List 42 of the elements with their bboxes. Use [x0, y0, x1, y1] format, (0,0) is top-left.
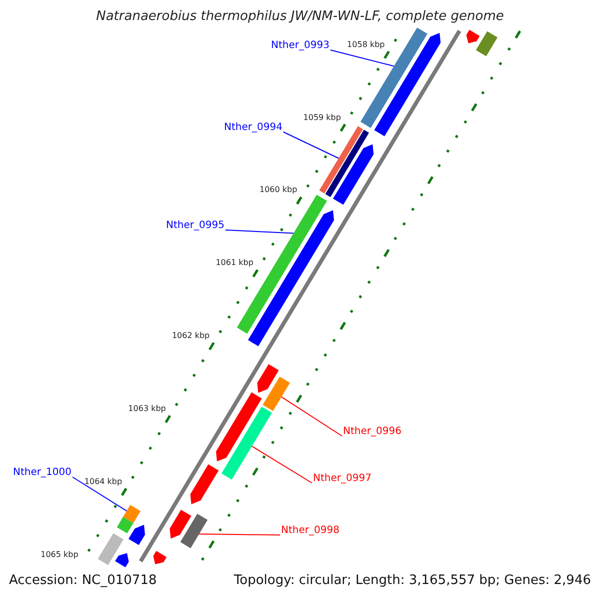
gene-block [466, 30, 480, 44]
gene-block [319, 126, 363, 194]
gene-block [170, 510, 192, 539]
scale-label: 1064 kbp [84, 478, 122, 487]
gene-label: Nther_1000 [13, 467, 72, 478]
gene-block [128, 524, 145, 545]
title: Natranaerobius thermophilus JW/NM-WN-LF, complete genome [95, 10, 505, 24]
gene-block [216, 392, 262, 462]
gene-block [262, 376, 290, 411]
scale-label: 1061 kbp [216, 259, 254, 268]
gene-label: Nther_0998 [281, 525, 340, 536]
leader-line [280, 396, 342, 436]
gene-label: Nther_0993 [271, 40, 330, 51]
scale-label: 1065 kbp [40, 550, 78, 560]
gene-block [333, 144, 374, 205]
leader-line [198, 534, 280, 536]
gene-block [98, 533, 124, 566]
scale-label: 1059 kbp [303, 114, 341, 122]
gene-block [180, 514, 208, 548]
gene-block [115, 553, 129, 568]
gene-label: Nther_0994 [224, 122, 282, 133]
gene-block [325, 130, 369, 198]
gene-block [153, 550, 167, 564]
scale-label: 1058 kbp [347, 40, 385, 50]
gene-block [236, 194, 327, 334]
gene-block [123, 504, 140, 524]
scale-label: 1060 kbp [260, 186, 298, 196]
gene-block [190, 464, 219, 504]
scale-label: 1063 kbp [128, 405, 166, 414]
footer-text: Topology: circular; Length: 3,165,557 bp; Genes: 2,946 [234, 574, 591, 588]
gene-block [257, 364, 279, 393]
gene-block [222, 406, 272, 480]
footer-text: Accession: NC_010718 [9, 574, 157, 588]
scale-label: 1062 kbp [172, 332, 210, 341]
gene-label: Nther_0997 [313, 473, 372, 484]
gene-label: Nther_0995 [166, 220, 224, 231]
leader-line [72, 476, 128, 512]
leader-line [330, 50, 394, 67]
leader-line [224, 230, 294, 234]
gene-label: Nther_0996 [343, 426, 402, 437]
gene-block [476, 31, 498, 56]
gene-block [116, 516, 134, 534]
